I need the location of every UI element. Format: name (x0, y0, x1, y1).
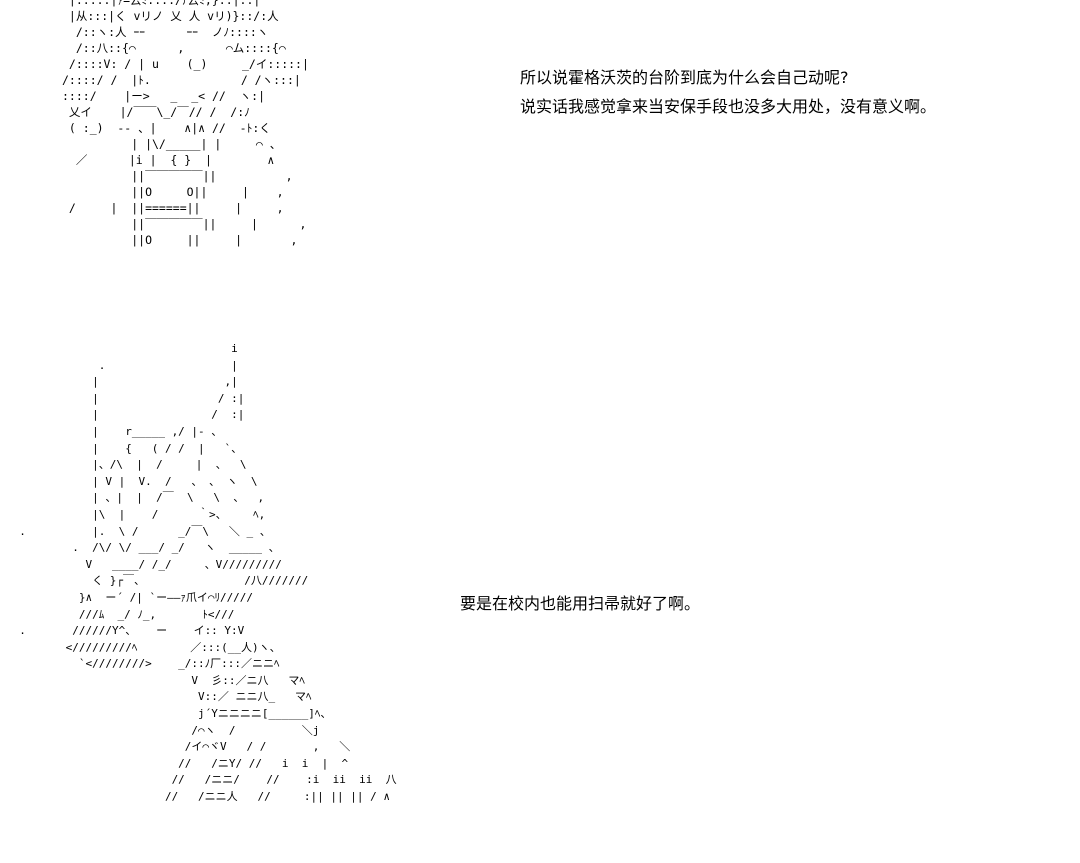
ascii-art-character-bottom: i . | | ,| | / :| | / :| | r_____ ,/ |- … (19, 342, 397, 804)
dialogue-line: 要是在校内也能用扫帚就好了啊。 (460, 594, 701, 613)
manga-panel-top: |:::::|ｧ=云ﾐ::::/ｱ云ﾐ,}::|::| |从:::|く vリノ … (0, 0, 1080, 300)
ascii-art-character-top: |:::::|ｧ=云ﾐ::::/ｱ云ﾐ,}::|::| |从:::|く vリノ … (62, 0, 309, 247)
manga-panel-bottom: i . | | ,| | / :| | / :| | r_____ ,/ |- … (0, 335, 1080, 863)
dialogue-line: 说实话我感觉拿来当安保手段也没多大用处，没有意义啊。 (520, 97, 937, 116)
dialogue-block-bottom: 要是在校内也能用扫帚就好了啊。 (460, 589, 700, 618)
dialogue-block-top: 所以说霍格沃茨的台阶到底为什么会自己动呢? 说实话我感觉拿来当安保手段也没多大用… (520, 63, 936, 121)
dialogue-line: 所以说霍格沃茨的台阶到底为什么会自己动呢? (520, 68, 849, 87)
